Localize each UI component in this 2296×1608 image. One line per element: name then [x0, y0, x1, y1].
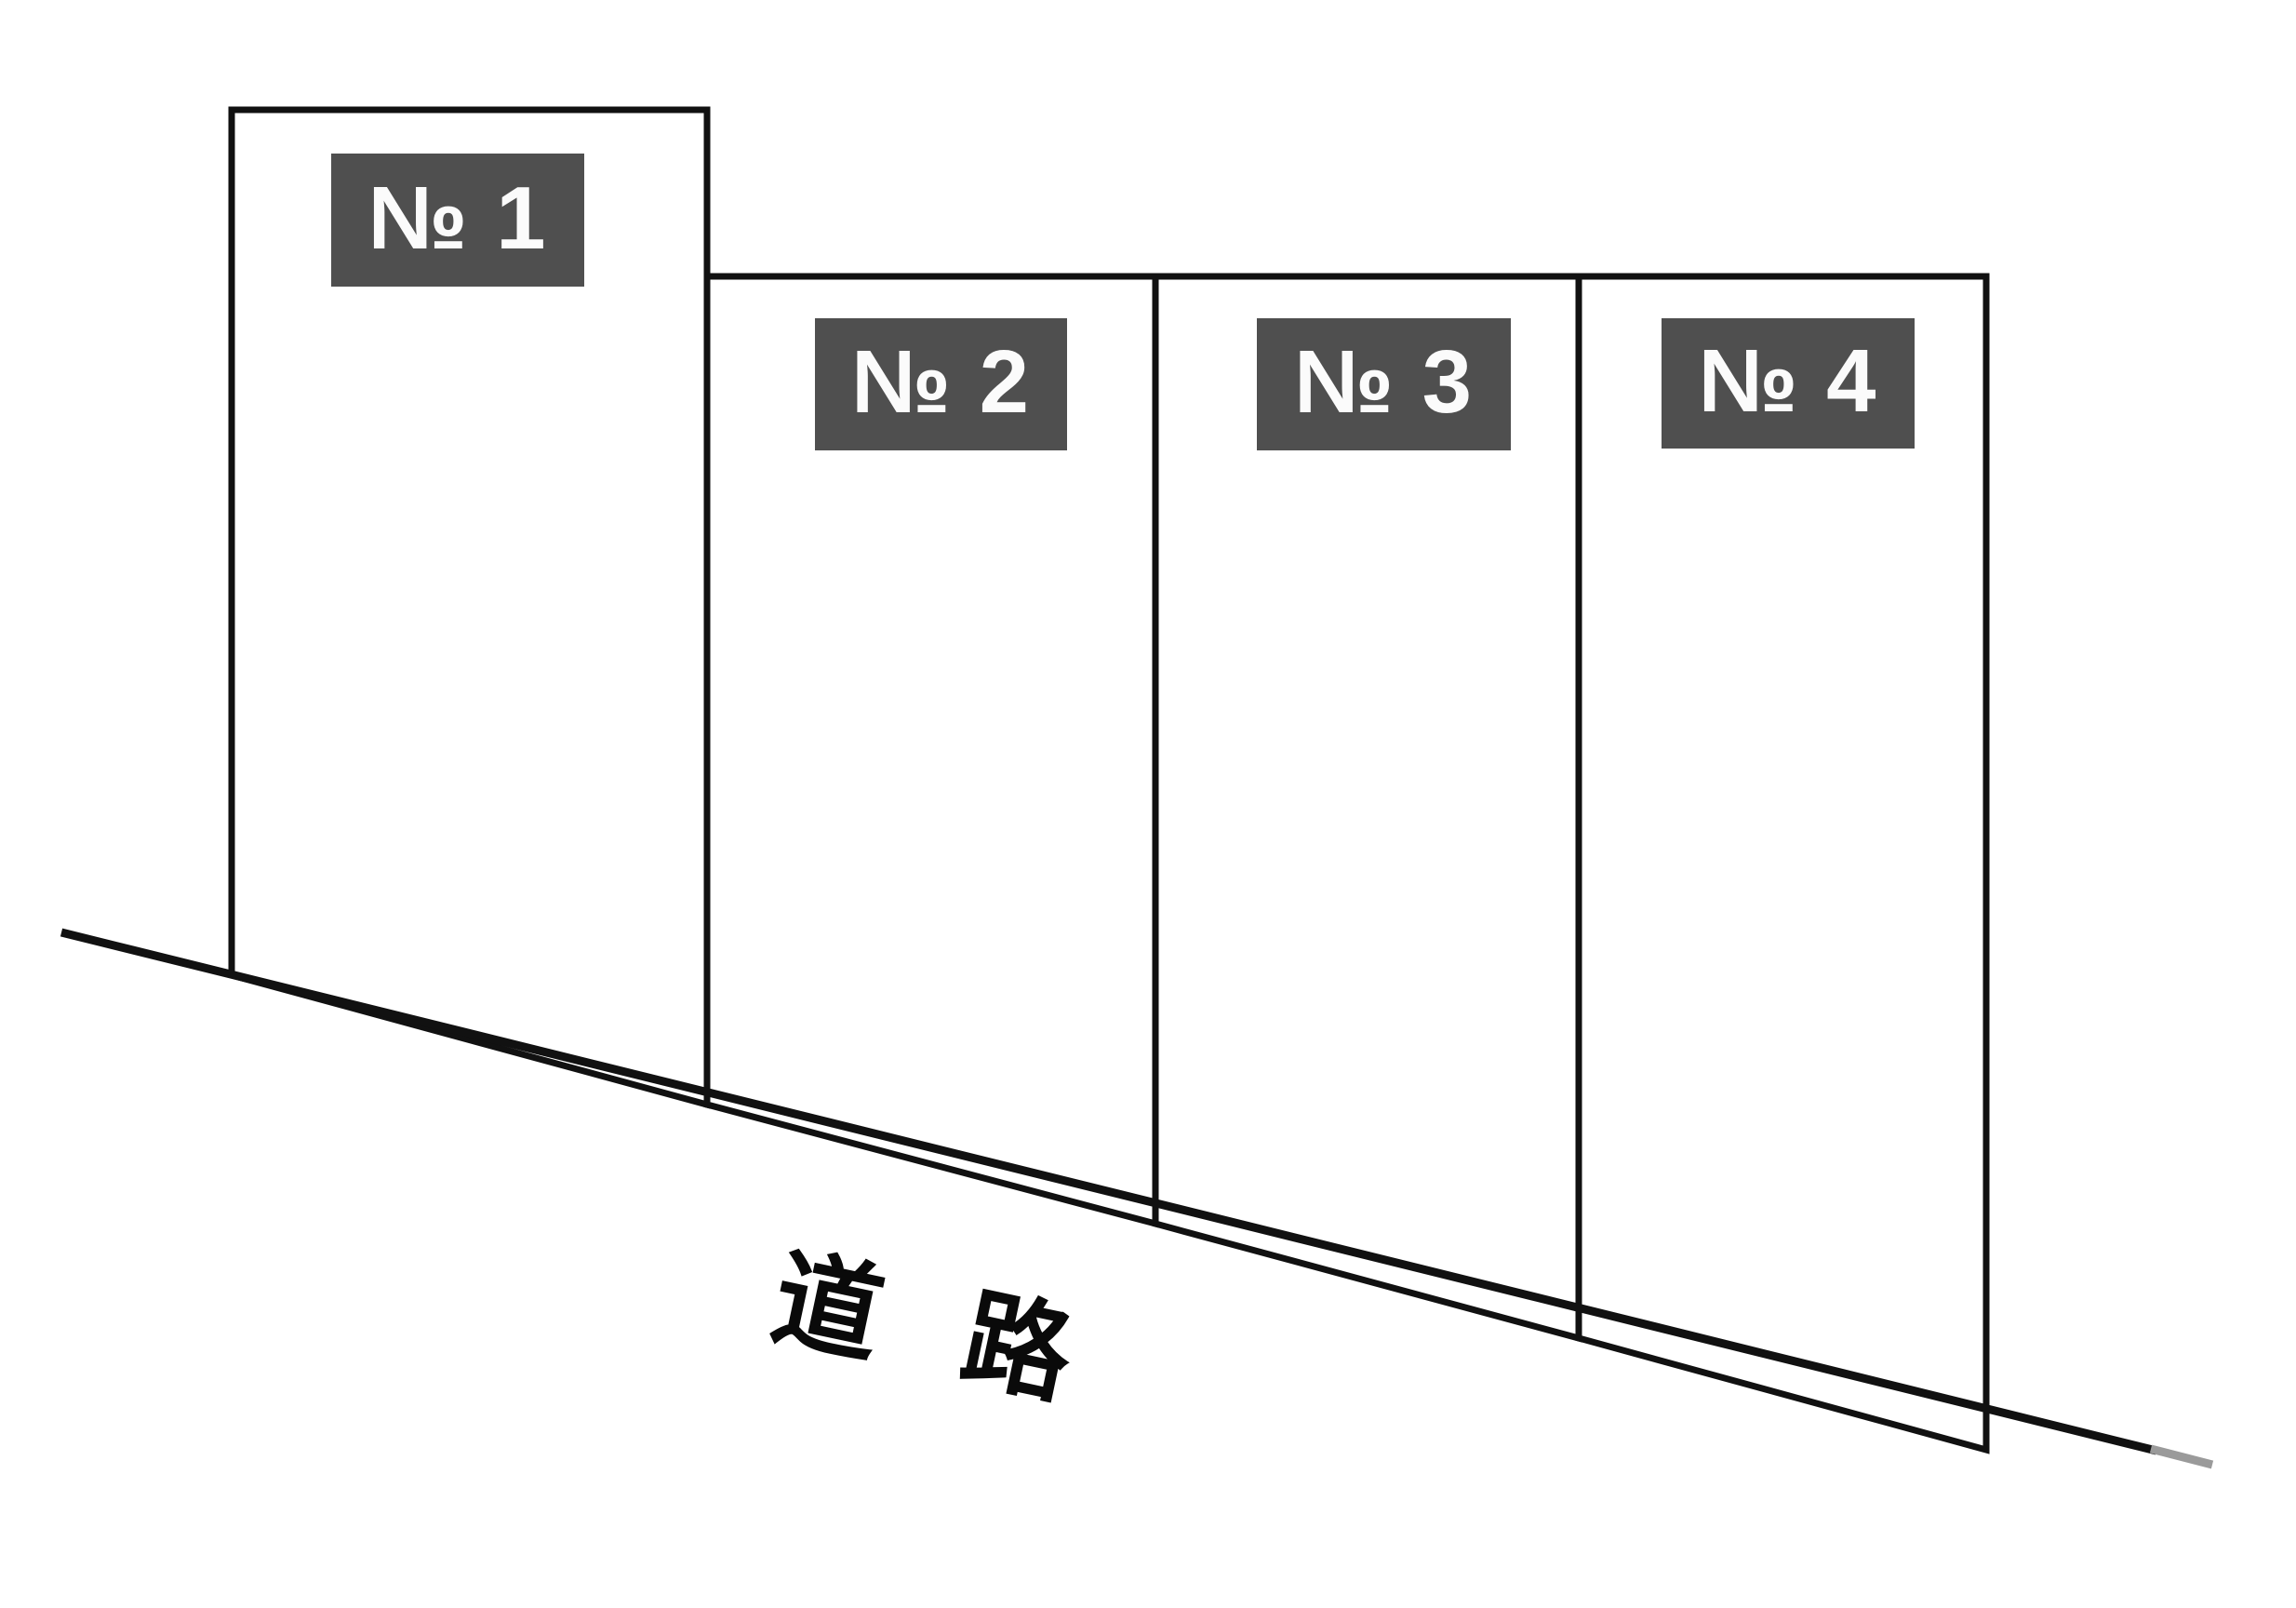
lot-4-number-label: № 4	[1698, 331, 1878, 431]
lot-1-number-label: № 1	[367, 168, 548, 268]
lot-3-number-badge: № 3	[1257, 318, 1511, 450]
lot-4-boundary	[1575, 273, 1990, 1454]
lot-2-number-badge: № 2	[815, 318, 1067, 450]
road-frontage-line	[60, 928, 2158, 1455]
lot-2-number-label: № 2	[850, 332, 1032, 432]
lot-3-number-label: № 3	[1293, 332, 1475, 432]
lot-4-number-badge: № 4	[1662, 318, 1915, 449]
road-frontage-line-tail	[2149, 1444, 2214, 1469]
lot-1-number-badge: № 1	[331, 154, 584, 287]
